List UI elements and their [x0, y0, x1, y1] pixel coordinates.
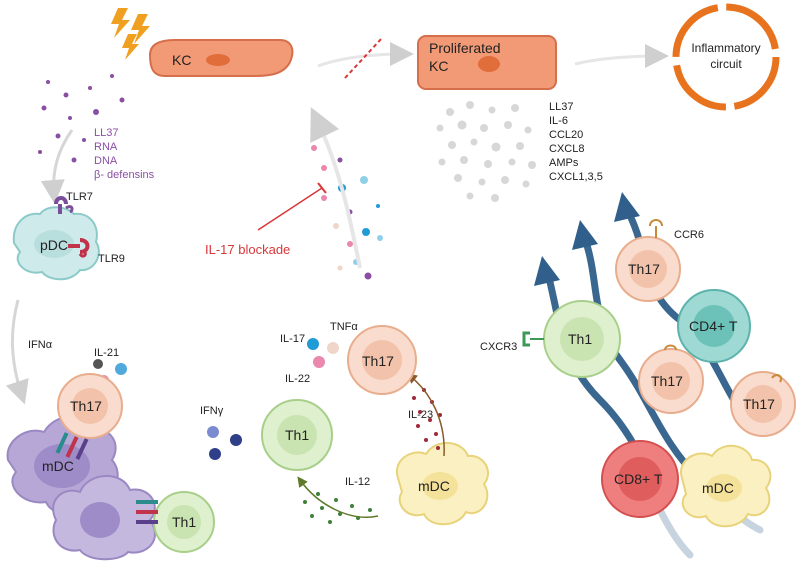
- mdc-left-label: mDC: [42, 458, 74, 474]
- cd4-t-cell: CD4+ T: [677, 289, 751, 363]
- mdc-cell-right: mDC: [680, 445, 772, 528]
- il21-label: IL-21: [94, 347, 119, 359]
- cxcr3-receptor: CXCR3: [480, 331, 544, 353]
- tlr9-label: TLR9: [98, 253, 125, 265]
- proliferated-label-line1: Proliferated: [429, 40, 501, 56]
- tcr-mhc-complex: [55, 432, 89, 460]
- feedback-arrow: [310, 107, 362, 269]
- tlr7-receptor: TLR7: [54, 191, 93, 214]
- tlr9-receptor: TLR9: [68, 238, 125, 265]
- released-factor: LL37: [94, 127, 118, 139]
- th17-right-top-label: Th17: [628, 261, 660, 277]
- mdc-cell-left-2: [52, 475, 156, 561]
- ifng-molecules: [207, 426, 242, 460]
- th1-cell-center: Th1: [261, 399, 333, 471]
- th17-cell-left: Th17: [57, 373, 123, 439]
- il23-arrow: [406, 373, 445, 457]
- kc-product: IL-6: [549, 115, 568, 127]
- th1-left-label: Th1: [172, 514, 196, 530]
- kc-product: AMPs: [549, 157, 579, 169]
- kc-product: CXCL1,3,5: [549, 171, 603, 183]
- kc-products-list: LL37 IL-6 CCL20 CXCL8 AMPs CXCL1,3,5: [549, 101, 603, 183]
- kc-product: CCL20: [549, 129, 583, 141]
- th17-cell-far-right: Th17: [730, 371, 796, 437]
- to-circuit-arrow: [574, 44, 669, 69]
- pdc-label: pDC: [40, 237, 68, 253]
- kc-label: KC: [172, 52, 191, 68]
- mdc-cell-center: mDC: [395, 442, 489, 526]
- cd8-t-cell: CD8+ T: [601, 440, 679, 518]
- il17-blockade-inhibitor: [257, 182, 327, 231]
- blocked-dashed-line: [344, 37, 383, 79]
- released-factor: DNA: [94, 155, 118, 167]
- il12-dots: [303, 492, 372, 524]
- circuit-label-line1: Inflammatory: [691, 41, 760, 55]
- cxcr3-label: CXCR3: [480, 341, 517, 353]
- tcr-mhc-complex-2: [136, 500, 158, 524]
- released-factor: β- defensins: [94, 169, 155, 181]
- cd8-label: CD8+ T: [614, 471, 663, 487]
- ifna-label: IFNα: [28, 339, 53, 351]
- kc-product: CXCL8: [549, 143, 584, 155]
- il17-blockade-label: IL-17 blockade: [205, 242, 290, 257]
- proliferated-label-line2: KC: [429, 58, 448, 74]
- ccr6-receptor: CCR6: [649, 219, 704, 241]
- th17-right-mid-label: Th17: [651, 373, 683, 389]
- pdc-cell: pDC: [12, 206, 100, 281]
- th17-left-label: Th17: [70, 398, 102, 414]
- th1-center-label: Th1: [285, 427, 309, 443]
- released-factor-dots: [38, 74, 125, 163]
- proliferated-kc-cell: Proliferated KC: [417, 35, 557, 90]
- il22-label: IL-22: [285, 373, 310, 385]
- kc-product: LL37: [549, 101, 573, 113]
- inflammatory-circuit: Inflammatory circuit: [672, 3, 780, 111]
- th17-far-right-label: Th17: [743, 396, 775, 412]
- th17-cell-right-top: Th17: [615, 236, 681, 302]
- ifng-label: IFNγ: [200, 405, 224, 417]
- th1-cell-right: Th1: [543, 300, 621, 378]
- cd4-label: CD4+ T: [689, 318, 738, 334]
- il12-label: IL-12: [345, 476, 370, 488]
- il17-label: IL-17: [280, 333, 305, 345]
- th1-cell-left: Th1: [153, 491, 215, 553]
- proliferation-arrow: [317, 42, 414, 68]
- th1-right-label: Th1: [568, 331, 592, 347]
- lightning-icon: [111, 8, 150, 60]
- circuit-label-line2: circuit: [710, 57, 742, 71]
- th17-cell-right-mid: Th17: [638, 344, 704, 414]
- kc-cell: KC: [148, 39, 294, 77]
- released-factor: RNA: [94, 141, 118, 153]
- mdc-right-label: mDC: [702, 480, 734, 496]
- to-pdc-arrow: [40, 129, 74, 204]
- ccr6-label: CCR6: [674, 229, 704, 241]
- th17-center-label: Th17: [362, 353, 394, 369]
- migration-arrowheads: [534, 192, 640, 286]
- tnfa-label: TNFα: [330, 321, 358, 333]
- released-factors-list: LL37 RNA DNA β- defensins: [94, 127, 155, 181]
- th17-cell-center: Th17: [347, 325, 417, 395]
- th17-cytokine-molecules: [307, 338, 339, 368]
- mdc-center-label: mDC: [418, 478, 450, 494]
- kc-products-dots: [436, 101, 536, 202]
- ifna-arrow: [5, 299, 29, 405]
- tlr7-label: TLR7: [66, 191, 93, 203]
- il12-arrow: [297, 476, 379, 518]
- il23-label: IL-23: [408, 409, 433, 421]
